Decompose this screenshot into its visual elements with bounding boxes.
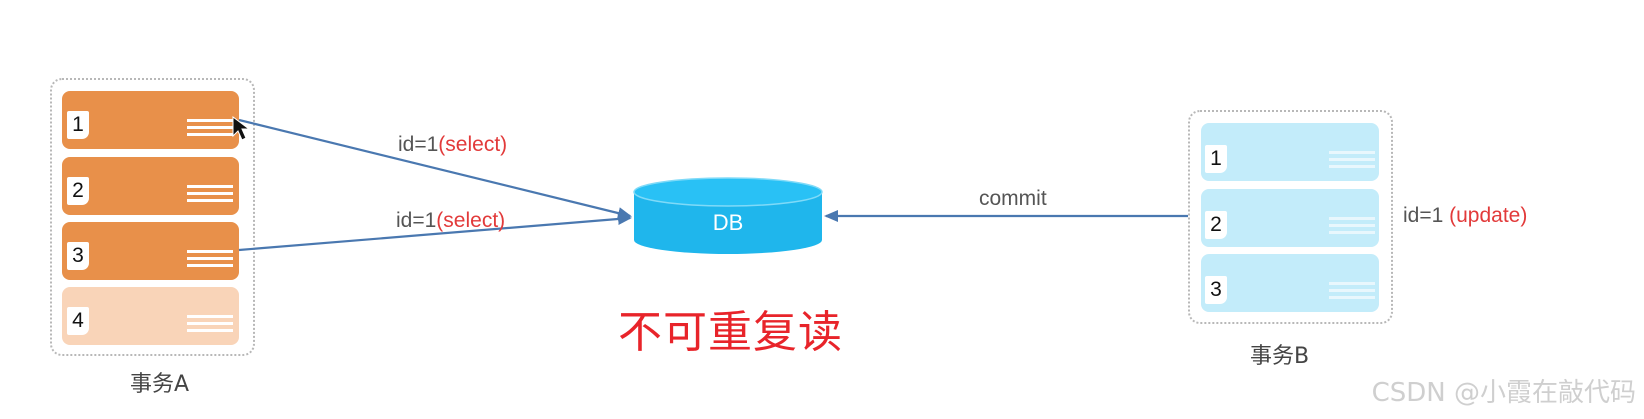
transaction-a-row-1: 1 [62,91,239,149]
select-arrow-bottom [238,212,632,252]
select-label-top-action: (select) [438,133,508,156]
update-label-action: (update) [1449,204,1528,227]
list-lines-icon [187,185,233,205]
list-lines-icon [1329,217,1375,237]
transaction-a-row-4: 4 [62,287,239,345]
list-lines-icon [1329,282,1375,302]
transaction-a-row-3: 3 [62,222,239,280]
row-number: 1 [67,111,89,139]
list-lines-icon [187,250,233,270]
transaction-b-panel [1188,110,1393,324]
list-lines-icon [187,119,233,139]
transaction-b-row-2: 2 [1201,189,1379,247]
diagram-title: 不可重复读 [618,307,843,358]
row-number: 1 [1205,145,1227,173]
row-number: 3 [1205,276,1227,304]
transaction-a-panel [50,78,255,356]
row-number: 2 [67,177,89,205]
commit-label: commit [979,187,1047,210]
list-lines-icon [1329,151,1375,171]
cursor-icon [232,116,251,141]
select-arrow-top [238,118,632,219]
row-number: 4 [67,307,89,335]
update-label-prefix: id=1 [1403,204,1450,227]
row-number: 3 [67,242,89,270]
select-label-top: id=1(select) [398,133,507,157]
select-label-top-prefix: id=1 [398,133,439,156]
transaction-a-row-2: 2 [62,157,239,215]
transaction-b-row-3: 3 [1201,254,1379,312]
select-label-bottom-prefix: id=1 [396,209,437,232]
watermark: CSDN @小霞在敲代码 [1371,378,1636,408]
database-cylinder [633,177,823,254]
database-label: DB [712,210,744,235]
transaction-b-label: 事务B [1250,344,1310,369]
row-number: 2 [1205,211,1227,239]
list-lines-icon [187,315,233,335]
update-label: id=1 (update) [1403,204,1527,228]
transaction-b-row-1: 1 [1201,123,1379,181]
transaction-a-label: 事务A [130,372,190,397]
select-label-bottom: id=1(select) [396,209,505,233]
select-label-bottom-action: (select) [436,209,506,232]
